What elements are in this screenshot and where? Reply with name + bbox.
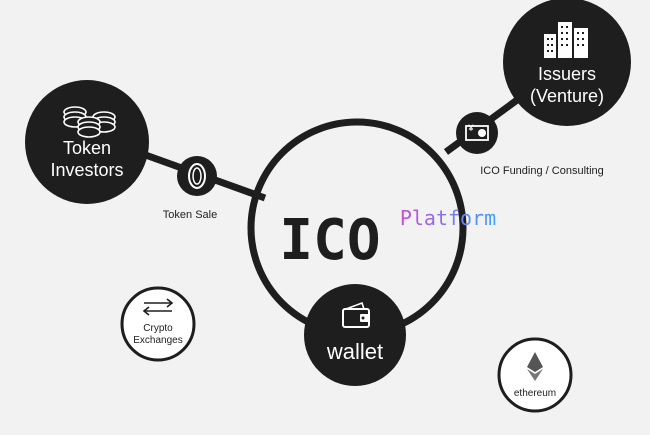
ethereum-icon: [527, 352, 543, 381]
investors-label-line1: Token: [63, 138, 111, 158]
wallet-icon: [342, 301, 370, 328]
issuers-node: Issuers (Venture): [503, 0, 631, 126]
wallet-label: wallet: [326, 339, 383, 364]
token-sale-connector: [177, 156, 217, 196]
exchanges-label-line2: Exchanges: [133, 335, 182, 346]
wallet-node: wallet: [304, 284, 406, 386]
token-sale-label: Token Sale: [163, 209, 217, 221]
exchange-arrows-icon: [142, 298, 174, 316]
ethereum-badge: ethereum: [497, 337, 573, 413]
investors-label-line2: Investors: [50, 160, 123, 180]
exchanges-label-line1: Crypto: [143, 323, 173, 334]
svg-text:¥: ¥: [467, 123, 474, 133]
investors-node: Token Investors: [25, 80, 149, 204]
coins-icon: [63, 106, 116, 138]
token-coin-icon: [188, 163, 206, 189]
ico-label: ICO: [279, 208, 380, 273]
exchanges-badge: Crypto Exchanges: [120, 286, 196, 362]
buildings-icon: [544, 22, 588, 58]
ethereum-label: ethereum: [514, 388, 556, 399]
platform-label: Platform: [400, 206, 496, 230]
issuers-label-line2: (Venture): [530, 86, 604, 106]
funding-connector: ¥: [456, 112, 498, 154]
funding-label: ICO Funding / Consulting: [480, 165, 604, 177]
yen-banknote-icon: ¥: [465, 123, 489, 141]
issuers-label-line1: Issuers: [538, 64, 596, 84]
